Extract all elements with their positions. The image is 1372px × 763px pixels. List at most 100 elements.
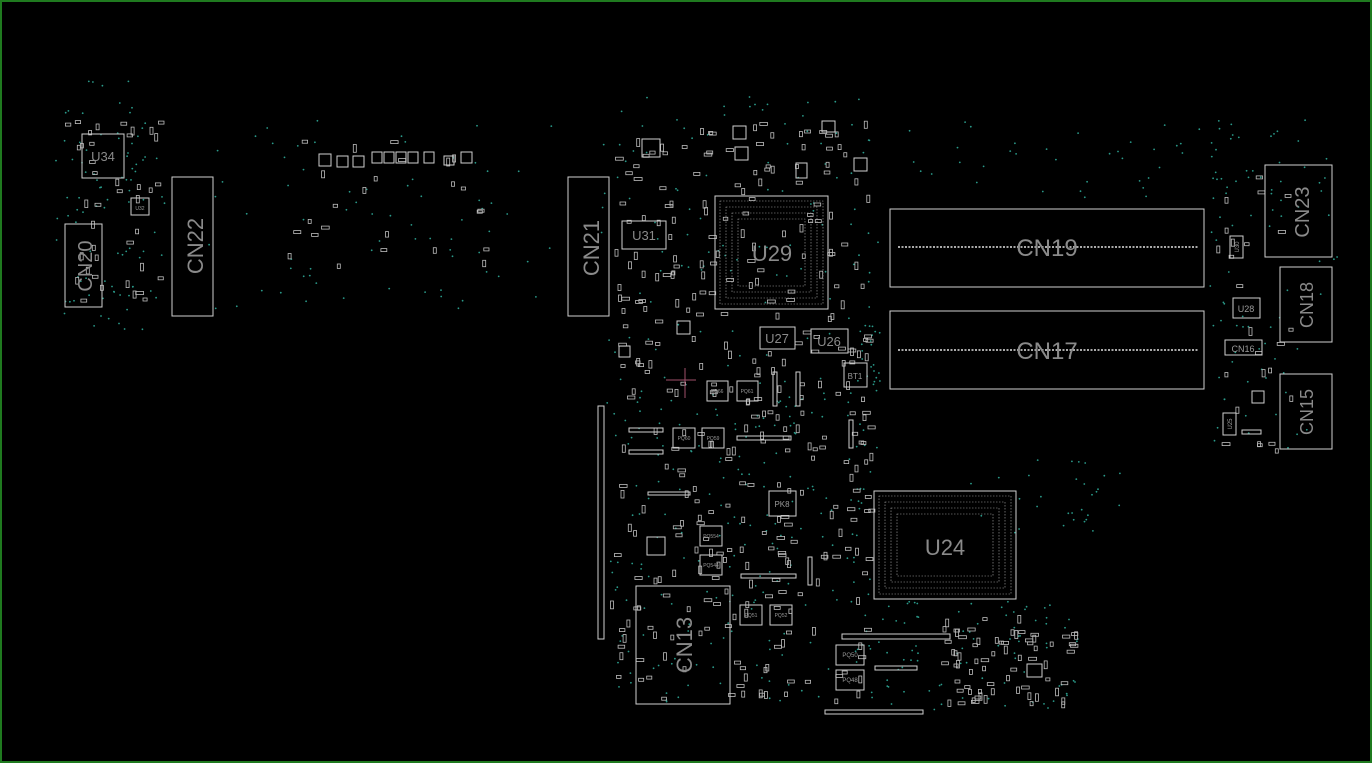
smd-pad [968, 689, 972, 695]
chip-u24[interactable]: U24 [873, 490, 1017, 600]
smd-pad [616, 675, 622, 679]
via [287, 184, 289, 187]
mosfet-pq60[interactable]: PQ60 [672, 427, 696, 449]
via [660, 408, 663, 411]
via [832, 589, 834, 592]
via [855, 661, 858, 663]
smd-pad [841, 670, 848, 675]
via [906, 602, 909, 605]
chip-u29[interactable]: U29 [714, 195, 829, 310]
mosfet-pq554[interactable]: PQ554 [699, 525, 723, 547]
component-u28[interactable]: U28 [1232, 297, 1261, 319]
via [131, 106, 133, 109]
smd-pad [980, 658, 990, 663]
via [1087, 514, 1089, 517]
smd-pad [659, 186, 667, 191]
smd-pad [1062, 634, 1071, 639]
connector-cn20[interactable]: CN20 [64, 223, 103, 308]
pq59-label: PQ59 [707, 436, 720, 442]
smd-pad [1061, 701, 1066, 709]
via [66, 196, 69, 199]
mosfet-pq544[interactable]: PQ544 [699, 554, 723, 576]
via [355, 201, 358, 204]
via [868, 306, 871, 308]
via [1121, 157, 1124, 160]
mosfet-pq50[interactable]: PQ50 [835, 644, 865, 666]
smd-pad [864, 627, 872, 632]
via [972, 638, 975, 640]
via [1286, 289, 1289, 292]
via [663, 376, 666, 379]
via [789, 475, 792, 478]
smd-pad [724, 588, 729, 595]
connector-cn23[interactable]: CN23 [1264, 164, 1333, 258]
via [836, 176, 838, 179]
smd-pad [446, 157, 451, 167]
u29-label: U29 [752, 241, 792, 266]
via-layer [55, 80, 1338, 711]
battery-bt1[interactable]: BT1 [843, 362, 868, 388]
via [779, 400, 782, 402]
smd-pad [648, 360, 653, 369]
via [646, 96, 648, 99]
via [296, 145, 299, 147]
via [79, 280, 82, 283]
mosfet-pq48[interactable]: PQ48 [835, 669, 865, 691]
mosfet-pq66[interactable]: PQ66 [706, 380, 729, 402]
smd-pad [1268, 441, 1276, 446]
smd-pad [1043, 660, 1048, 670]
smd-pad [823, 551, 828, 561]
component-u31[interactable]: U31 [621, 220, 667, 250]
smd-pad [671, 270, 676, 276]
via [614, 434, 617, 437]
mosfet-pq52[interactable]: PQ52 [769, 604, 793, 626]
smd-pad [756, 367, 761, 375]
via [652, 667, 655, 670]
smd-pad [635, 658, 645, 662]
connector-cn16[interactable]: CN16 [1224, 339, 1263, 356]
via [497, 275, 500, 278]
component-u32[interactable]: U32 [130, 197, 150, 216]
smd-pad [680, 381, 687, 386]
smd-pad [660, 143, 664, 152]
component-u25[interactable]: U25 [1222, 412, 1237, 436]
connector-cn21[interactable]: CN21 [567, 176, 610, 317]
dimm-slot-cn17[interactable]: CN17 [889, 310, 1205, 390]
connector-cn22[interactable]: CN22 [171, 176, 214, 317]
via [867, 232, 870, 235]
mosfet-pq59[interactable]: PQ59 [701, 427, 725, 449]
via [1320, 190, 1323, 192]
inductor-pk8[interactable]: PK8 [768, 490, 797, 517]
dimm-slot-cn19[interactable]: CN19 [889, 208, 1205, 288]
component-u27[interactable]: U27 [759, 326, 796, 350]
via [872, 364, 875, 366]
component-u30[interactable]: U30 [1229, 235, 1244, 259]
via [731, 330, 734, 332]
via [680, 531, 683, 534]
component-u26[interactable]: U26 [810, 328, 849, 354]
smd-pad [1049, 641, 1054, 647]
smd-pad [768, 546, 775, 551]
mosfet-pq51[interactable]: PQ51 [739, 604, 763, 626]
connector-cn15[interactable]: CN15 [1279, 373, 1333, 450]
via [737, 468, 740, 471]
smd-pad [953, 650, 958, 657]
smd-pad [725, 148, 734, 153]
connector-cn13[interactable]: CN13 [635, 585, 731, 705]
via [997, 644, 1000, 647]
via [342, 297, 345, 299]
via [784, 123, 786, 125]
via [766, 103, 769, 106]
via [1084, 462, 1087, 464]
smd-pad [670, 271, 675, 279]
via [1319, 293, 1322, 295]
via [106, 198, 109, 201]
connector-cn18[interactable]: CN18 [1279, 266, 1333, 343]
via [1034, 619, 1037, 622]
component-u34[interactable]: U34 [81, 133, 125, 179]
via [1305, 428, 1308, 431]
smd-pad [307, 218, 312, 224]
mosfet-pq61[interactable]: PQ61 [736, 380, 759, 402]
smd-pad [765, 664, 770, 672]
via [1336, 256, 1338, 258]
